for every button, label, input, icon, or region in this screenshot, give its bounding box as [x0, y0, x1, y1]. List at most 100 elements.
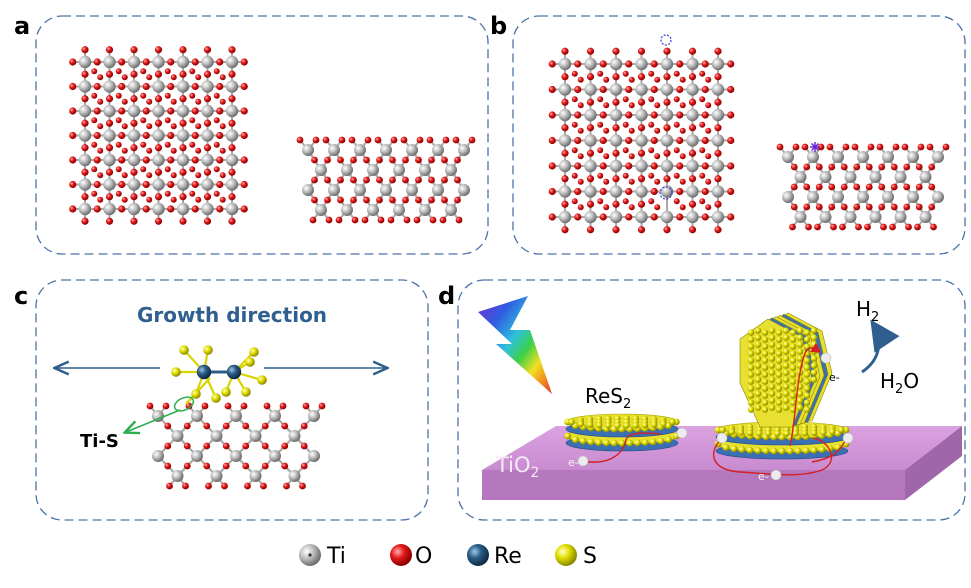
oxygen-atom [673, 198, 680, 205]
sulfur-atom [789, 343, 797, 350]
oxygen-atom [164, 117, 171, 124]
oxygen-atom [179, 168, 187, 176]
oxygen-atom [625, 85, 633, 94]
titanium-atom [609, 57, 623, 71]
oxygen-atom [878, 183, 886, 191]
sulfur-atom [789, 350, 797, 357]
oxygen-atom [93, 58, 101, 66]
oxygen-atom [105, 168, 114, 176]
oxygen-atom [612, 175, 620, 183]
oxygen-atom [240, 205, 248, 213]
oxygen-atom [663, 98, 671, 106]
oxygen-atom [130, 70, 138, 78]
oxygen-atom [599, 85, 607, 94]
sulfur-atom [761, 357, 769, 364]
titanium-atom [635, 57, 648, 71]
oxygen-atom [213, 190, 220, 197]
oxygen-atom [376, 196, 383, 204]
oxygen-atom [903, 203, 911, 211]
sulfur-atom [623, 422, 630, 429]
titanium-atom [103, 129, 116, 142]
titanium-atom [686, 57, 699, 71]
oxygen-atom [705, 102, 712, 109]
titanium-atom [445, 204, 457, 216]
titanium-atom [844, 171, 857, 183]
titanium-atom [635, 83, 648, 96]
oxygen-atom [622, 70, 629, 77]
panel-label-a: a [14, 12, 30, 40]
oxygen-atom [203, 422, 211, 430]
oxygen-atom [402, 176, 409, 184]
oxygen-atom [203, 144, 212, 152]
sulfur-atom [632, 422, 639, 429]
oxygen-atom [189, 190, 196, 197]
oxygen-atom [622, 172, 629, 179]
oxygen-atom [97, 172, 104, 179]
oxygen-atom [612, 47, 620, 55]
sulfur-atom [657, 437, 665, 445]
oxygen-atom [402, 156, 409, 164]
titanium-atom [932, 151, 944, 163]
titanium-atom [711, 83, 725, 96]
sulfur-atom [747, 336, 755, 343]
titanium-atom [328, 184, 340, 196]
sulfur-atom [603, 439, 610, 447]
sulfur-atom [754, 348, 762, 355]
oxygen-atom [142, 58, 150, 66]
oxygen-atom [622, 147, 629, 154]
oxygen-atom [179, 119, 187, 127]
titanium-atom [660, 83, 674, 96]
titanium-atom [558, 108, 572, 122]
titanium-atom [152, 80, 165, 93]
oxygen-atom [91, 68, 98, 75]
oxygen-atom [597, 147, 604, 154]
oxygen-atom [242, 462, 250, 470]
oxygen-atom [118, 58, 126, 66]
titanium-atom [686, 185, 699, 198]
oxygen-atom [574, 162, 582, 170]
legend-label: Re [494, 544, 522, 569]
oxygen-atom [350, 196, 357, 204]
titanium-atom [78, 202, 92, 216]
oxygen-atom [140, 190, 147, 197]
oxygen-atom [69, 107, 77, 115]
oxygen-atom [121, 172, 128, 179]
sulfur-sphere-icon [555, 544, 577, 566]
sulfur-atom [796, 397, 804, 404]
oxygen-atom [577, 102, 584, 109]
oxygen-atom [350, 156, 357, 164]
oxygen-atom [348, 136, 356, 144]
oxygen-atom [183, 422, 191, 430]
oxygen-atom [865, 203, 873, 211]
panel-c-tio2-slab [146, 402, 326, 490]
oxygen-atom [842, 143, 850, 151]
oxygen-atom [146, 147, 153, 154]
oxygen-atom [654, 204, 661, 211]
oxygen-atom [628, 127, 635, 134]
sulfur-atom [595, 439, 603, 446]
oxygen-atom [705, 153, 712, 160]
sulfur-atom [842, 426, 850, 434]
oxygen-atom [142, 180, 150, 189]
oxygen-atom [203, 168, 212, 176]
titanium-atom [152, 55, 165, 69]
titanium-atom [584, 210, 597, 224]
sulfur-atom [770, 447, 778, 455]
oxygen-atom [402, 196, 409, 204]
titanium-atom [711, 57, 725, 71]
oxygen-atom [363, 176, 370, 184]
sulfur-atom [730, 445, 738, 453]
titanium-atom [882, 191, 894, 203]
titanium-atom [302, 184, 314, 196]
oxygen-atom [853, 163, 861, 171]
sulfur-atom [762, 447, 770, 455]
oxygen-atom [162, 402, 170, 410]
oxygen-atom [561, 200, 569, 208]
oxygen-atom [91, 190, 98, 197]
oxygen-atom [574, 111, 582, 119]
sulfur-atom [768, 355, 776, 362]
oxygen-atom [219, 123, 226, 130]
oxygen-atom [574, 213, 582, 221]
oxygen-atom [637, 149, 646, 157]
oxygen-atom [189, 117, 196, 124]
